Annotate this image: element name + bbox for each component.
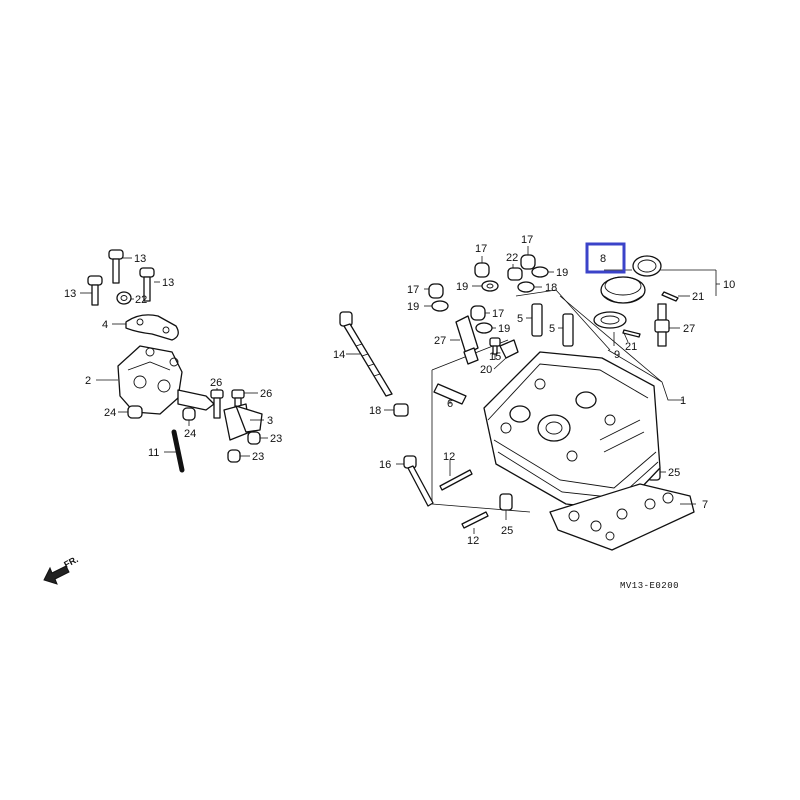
callout-27-left: 27 [434, 335, 446, 347]
washer-19-top [472, 280, 499, 292]
rocker-arm-3 [223, 403, 264, 441]
bolt-13-left [80, 275, 103, 306]
callout-19-right: 19 [556, 267, 568, 279]
insulator-9 [593, 276, 646, 346]
callout-13-right: 13 [162, 277, 174, 289]
cap-22-top [507, 264, 523, 281]
callout-5-right: 5 [549, 323, 555, 335]
callout-1: 1 [680, 395, 686, 407]
callout-23-a: 23 [270, 433, 282, 445]
pin-11 [164, 429, 185, 473]
clamp-band [604, 255, 720, 296]
callout-4: 4 [102, 319, 108, 331]
callout-26-right: 26 [260, 388, 272, 400]
frame-line-right [559, 295, 684, 401]
washer-22-left [116, 291, 134, 305]
bolt-14 [339, 311, 393, 397]
callout-10: 10 [723, 279, 735, 291]
stud-16 [396, 455, 434, 507]
callout-21-lower: 21 [625, 341, 637, 353]
callout-24-right: 24 [184, 428, 196, 440]
callout-labels: 13 13 13 22 4 2 26 26 24 24 3 23 23 11 1… [64, 234, 735, 547]
cylinder-head-1 [483, 351, 661, 511]
washer-19-right [531, 266, 554, 278]
callout-17-top: 17 [475, 243, 487, 255]
callout-13-left: 13 [64, 288, 76, 300]
callout-7: 7 [702, 499, 708, 511]
stud-12-lower [461, 511, 489, 534]
callout-20: 20 [480, 364, 492, 376]
bolt-13-right [139, 267, 160, 302]
gasket-4 [112, 314, 179, 341]
screw-21-upper [661, 291, 690, 302]
cap-23-a [247, 431, 268, 445]
drawing-code: MV13-E0200 [620, 581, 679, 591]
callout-25-right: 25 [668, 467, 680, 479]
highlight-box [585, 242, 626, 274]
callout-5-left: 5 [517, 313, 523, 325]
callout-12-lower: 12 [467, 535, 479, 547]
callout-27-right: 27 [683, 323, 695, 335]
callout-17-left: 17 [407, 284, 419, 296]
washer-19-left [424, 300, 449, 312]
bolt-26-left [210, 388, 224, 419]
cap-17-mid [470, 305, 490, 321]
callout-3: 3 [267, 415, 273, 427]
bolt-15 [489, 337, 501, 360]
callout-17-mid: 17 [492, 308, 504, 320]
nut-18-top [517, 281, 542, 293]
stud-12-upper [439, 460, 473, 491]
spark-plug-27-right [654, 303, 680, 347]
callout-14: 14 [333, 349, 345, 361]
callout-9: 9 [614, 349, 620, 361]
callout-8: 8 [600, 253, 606, 265]
cap-17-top [474, 256, 490, 278]
callout-13-top: 13 [134, 253, 146, 265]
spark-plug-27-left [450, 315, 479, 365]
plate-20 [493, 339, 519, 370]
callout-11: 11 [148, 447, 159, 459]
callout-6: 6 [447, 398, 453, 410]
rocker-holder-2 [96, 345, 215, 415]
callout-19-mid: 19 [498, 323, 510, 335]
bushing-24-left [118, 405, 143, 419]
callout-17-right: 17 [521, 234, 533, 246]
callout-24-left: 24 [104, 407, 116, 419]
dowel-25-lower [499, 493, 513, 520]
callout-22-top: 22 [506, 252, 518, 264]
callout-18-left: 18 [369, 405, 381, 417]
callout-18-top: 18 [545, 282, 557, 294]
callout-19-top: 19 [456, 281, 468, 293]
washer-19-mid [475, 322, 496, 334]
front-arrow-icon: FR. [43, 554, 80, 585]
bolt-13-top [108, 249, 132, 284]
cap-17-right [520, 246, 536, 270]
callout-21-upper: 21 [692, 291, 704, 303]
callout-12-upper: 12 [443, 451, 455, 463]
callout-26-left: 26 [210, 377, 222, 389]
callout-16: 16 [379, 459, 391, 471]
bushing-24-right [182, 407, 196, 426]
frame-line-top [515, 289, 611, 351]
callout-15: 15 [489, 351, 501, 363]
left-assembly [80, 249, 268, 473]
valve-guide-5-right [558, 313, 574, 347]
callout-2: 2 [85, 375, 91, 387]
gasket-7 [549, 483, 696, 551]
right-assembly [339, 246, 720, 551]
screw-21-lower [622, 329, 641, 343]
dowel-6 [433, 383, 467, 405]
front-marker-label: FR. [62, 554, 79, 570]
callout-25-lower: 25 [501, 525, 513, 537]
valve-guide-5-left [526, 303, 543, 337]
callout-23-b: 23 [252, 451, 264, 463]
callout-19-left: 19 [407, 301, 419, 313]
callout-22-left: 22 [135, 294, 147, 306]
nut-18-left [384, 403, 409, 417]
cap-23-b [227, 449, 250, 463]
cap-17-left [424, 283, 444, 299]
